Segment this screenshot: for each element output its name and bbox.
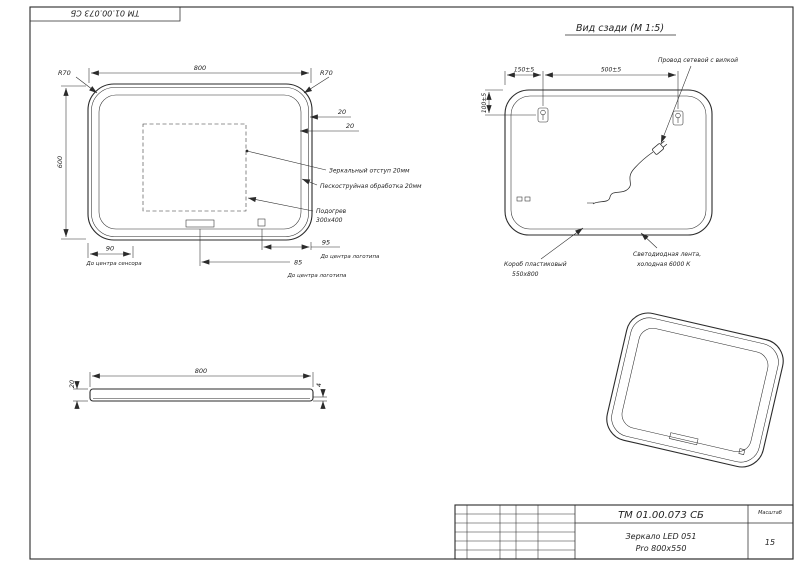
- iso-logo-rect: [669, 432, 699, 446]
- label-box-line1: Короб пластиковый: [504, 261, 567, 268]
- iso-outline: [606, 312, 784, 468]
- dim-bracket-span: 500±5: [545, 67, 679, 109]
- dim-side-glass-label: 4: [315, 383, 323, 387]
- callout-heater: Подогрев 300х400: [247, 196, 347, 224]
- title-block-doc-number: ТМ 01.00.073 СБ: [618, 510, 704, 521]
- bracket-right-icon: [672, 110, 684, 126]
- title-block-sheet-number: 15: [765, 538, 775, 547]
- corner-stamp-doc-number: ТМ 01.00.073 СБ: [70, 9, 139, 18]
- logo-rect: [185, 219, 215, 228]
- dim-front-height-label: 600: [56, 156, 64, 168]
- title-block-product-line1: Зеркало LED 051: [626, 532, 697, 541]
- cord-path: [592, 151, 654, 205]
- dim-top-to-bracket-label: 100±5: [481, 93, 488, 113]
- label-box-line2: 550х800: [512, 271, 539, 278]
- radius-left-label: R70: [58, 69, 71, 77]
- side-view: 800 20 4: [68, 367, 327, 409]
- dim-side-width-label: 800: [195, 367, 207, 375]
- label-sandblast: Пескоструйная обработка 20мм: [320, 183, 422, 190]
- dim-side-height: 20: [68, 380, 88, 409]
- connector-icon-1: [516, 196, 523, 202]
- mirror-outline: [87, 83, 313, 241]
- dim-logo-right: 95 До центра логотипа: [261, 229, 380, 260]
- dim-sensor-label: 90: [106, 245, 114, 253]
- power-cord: Провод сетевой с вилкой: [592, 57, 738, 205]
- iso-view: [606, 312, 784, 468]
- dim-side-height-label: 20: [68, 380, 76, 388]
- connector-icon-2: [524, 196, 531, 202]
- dim-logo-center: 85 До центра логотипа: [199, 229, 347, 279]
- radius-callout-right: R70: [303, 69, 333, 94]
- label-led-line2: холодная 6000 К: [636, 261, 691, 268]
- dim-bracket-left: 150±5: [504, 67, 544, 106]
- dim-front-width: 800: [88, 64, 312, 83]
- label-logo-center: До центра логотипа: [287, 273, 347, 279]
- sensor-rect: [257, 218, 266, 227]
- label-heater-line2: 300х400: [316, 217, 343, 224]
- label-mirror-offset: Зеркальный отступ 20мм: [329, 168, 410, 175]
- dim-bracket-span-label: 500±5: [601, 67, 621, 74]
- callout-led-strip: Светодиодная лента, холодная 6000 К: [633, 232, 701, 268]
- corner-stamp: ТМ 01.00.073 СБ: [29, 6, 181, 22]
- dim-front-height: 600: [56, 85, 86, 240]
- sandblast-line: [98, 94, 302, 230]
- iso-sandblast-line: [621, 327, 769, 453]
- title-block-product-line2: Pro 800х550: [636, 544, 687, 553]
- label-sensor-center: До центра сенсора: [85, 261, 142, 267]
- label-power-cord: Провод сетевой с вилкой: [658, 57, 738, 64]
- title-block: ТМ 01.00.073 СБ Зеркало LED 051 Pro 800х…: [454, 504, 794, 560]
- back-view: Вид сзади (М 1:5) 150±5 500±5: [481, 23, 738, 278]
- offset-dim-2-label: 20: [346, 122, 354, 130]
- callout-plastic-box: Короб пластиковый 550х800: [504, 227, 584, 278]
- back-view-title: Вид сзади (М 1:5): [576, 23, 664, 34]
- sheet-frame: [29, 6, 794, 560]
- heater-dashed-rect: [142, 123, 247, 212]
- back-inner-box: [510, 95, 707, 230]
- label-logo-right: До центра логотипа: [320, 254, 380, 260]
- callout-sandblast: Пескоструйная обработка 20мм: [301, 178, 422, 190]
- front-view: 800 600 R70 R70 20 20 Зерка: [56, 64, 422, 279]
- dim-edge-offsets: 20 20: [300, 108, 359, 134]
- offset-dim-1-label: 20: [338, 108, 346, 116]
- dim-front-width-label: 800: [194, 64, 206, 72]
- dim-top-to-bracket: 100±5: [481, 89, 536, 116]
- power-plug-icon: [652, 140, 668, 155]
- iso-sensor-rect: [738, 448, 746, 455]
- label-led-line1: Светодиодная лента,: [633, 251, 701, 258]
- bracket-left-icon: [537, 107, 549, 123]
- dim-side-width: 800: [89, 367, 314, 387]
- radius-right-label: R70: [320, 69, 333, 77]
- radius-callout-left: R70: [58, 69, 98, 94]
- title-block-scale-label: Масштаб: [758, 510, 782, 516]
- dim-sensor: 90 До центра сенсора: [85, 243, 142, 267]
- mirror-edge-line: [91, 87, 309, 237]
- back-outline: [504, 89, 713, 236]
- dim-bracket-left-label: 150±5: [514, 67, 534, 74]
- dim-side-glass: 4: [313, 383, 327, 409]
- dim-logo-center-label: 85: [294, 259, 302, 267]
- dim-logo-right-label: 95: [322, 239, 330, 247]
- label-heater-line1: Подогрев: [316, 208, 347, 215]
- iso-edge-line: [611, 317, 779, 463]
- side-outline: [89, 388, 314, 402]
- callout-mirror-offset: Зеркальный отступ 20мм: [245, 149, 410, 175]
